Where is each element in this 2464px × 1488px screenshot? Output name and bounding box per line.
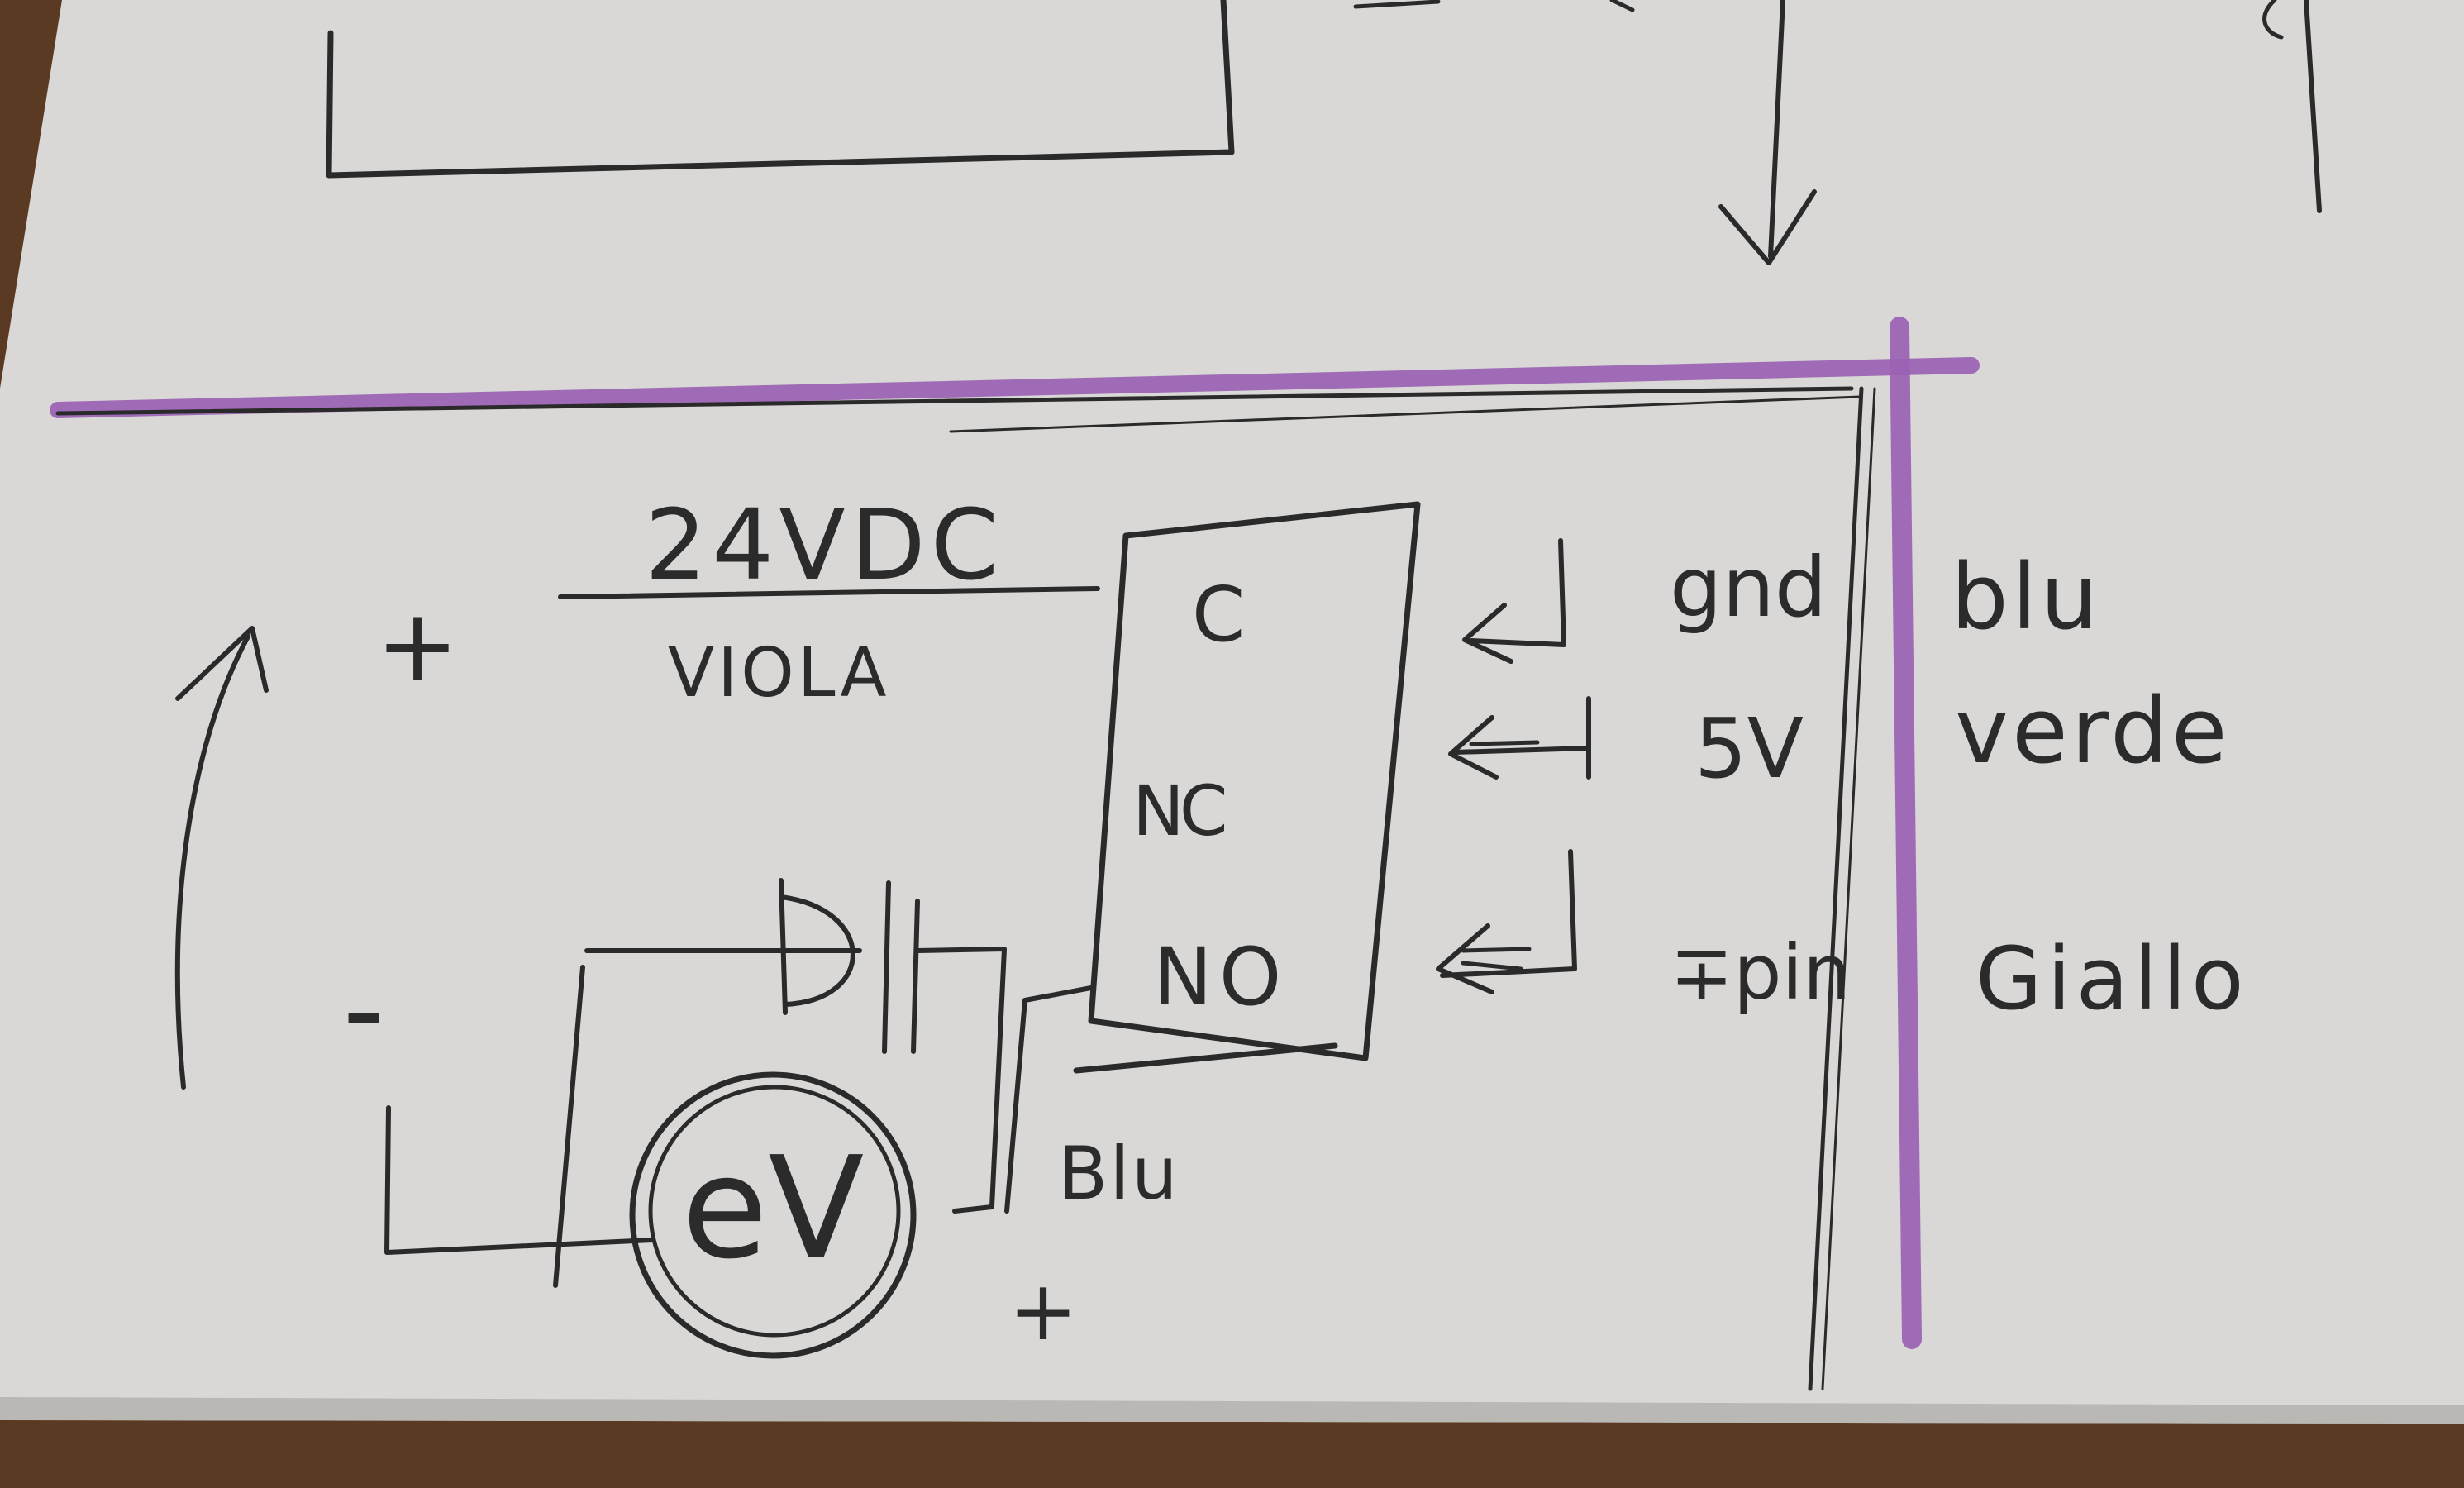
supply-voltage-label: 24VDC xyxy=(645,488,1003,602)
top-arrow-head xyxy=(1718,189,1817,265)
solenoid-valve-label: eV xyxy=(682,1127,865,1290)
wire-bundle-horizontal-2 xyxy=(949,395,1861,433)
valve-wire-color-label: Blu xyxy=(1058,1131,1180,1216)
wire-bundle-horizontal xyxy=(55,386,1854,416)
valve-to-no-wire xyxy=(1004,985,1094,1214)
wire-color-label-verde: verde xyxy=(1955,678,2231,784)
top-arrow-line xyxy=(1768,0,1785,259)
diode-symbol xyxy=(584,878,1007,1214)
relay-terminal-c: C xyxy=(1192,570,1245,659)
diode-left-wire xyxy=(553,965,585,1288)
top-mid-scribble xyxy=(1353,0,1635,12)
wire-color-label-blu: blu xyxy=(1951,544,2101,650)
relay-module-box xyxy=(1088,501,1421,1061)
supply-wire-color-label: VIOLA xyxy=(668,634,889,713)
wire-bundle-vertical-2 xyxy=(1821,387,1876,1390)
pin-arrow xyxy=(1436,849,1577,994)
paper-shadow xyxy=(0,1397,2464,1424)
minus-sign: - xyxy=(343,943,385,1078)
top-right-curve xyxy=(2262,0,2284,40)
signal-label-gnd: gnd xyxy=(1670,539,1827,636)
purple-horizontal-line xyxy=(50,357,1980,418)
relay-terminal-nc: NC xyxy=(1132,770,1225,851)
voltage-arrow-head xyxy=(175,626,269,701)
voltage-arrow-shaft xyxy=(174,634,250,1090)
valve-plus-sign: + xyxy=(1008,1262,1078,1359)
solenoid-valve-inner xyxy=(648,1085,901,1338)
relay-terminal-no: NO xyxy=(1153,931,1288,1023)
5v-arrow xyxy=(1448,696,1591,780)
signal-label-pin: ∓pin xyxy=(1670,928,1851,1017)
purple-vertical-line xyxy=(1890,317,1922,1349)
paper-sheet xyxy=(0,0,2464,1424)
top-box-outline xyxy=(326,0,1235,179)
gnd-arrow xyxy=(1462,538,1566,664)
top-right-line xyxy=(2304,0,2322,213)
signal-label-5v: 5V xyxy=(1694,700,1804,797)
wire-color-label-giallo: Giallo xyxy=(1975,928,2249,1029)
plus-sign: + xyxy=(376,589,460,703)
relay-no-underline xyxy=(1073,1042,1338,1074)
negative-return-wire xyxy=(384,1105,655,1255)
wire-bundle-vertical xyxy=(1808,386,1864,1391)
supply-wire-line xyxy=(558,586,1100,599)
solenoid-valve-outer xyxy=(629,1071,917,1359)
